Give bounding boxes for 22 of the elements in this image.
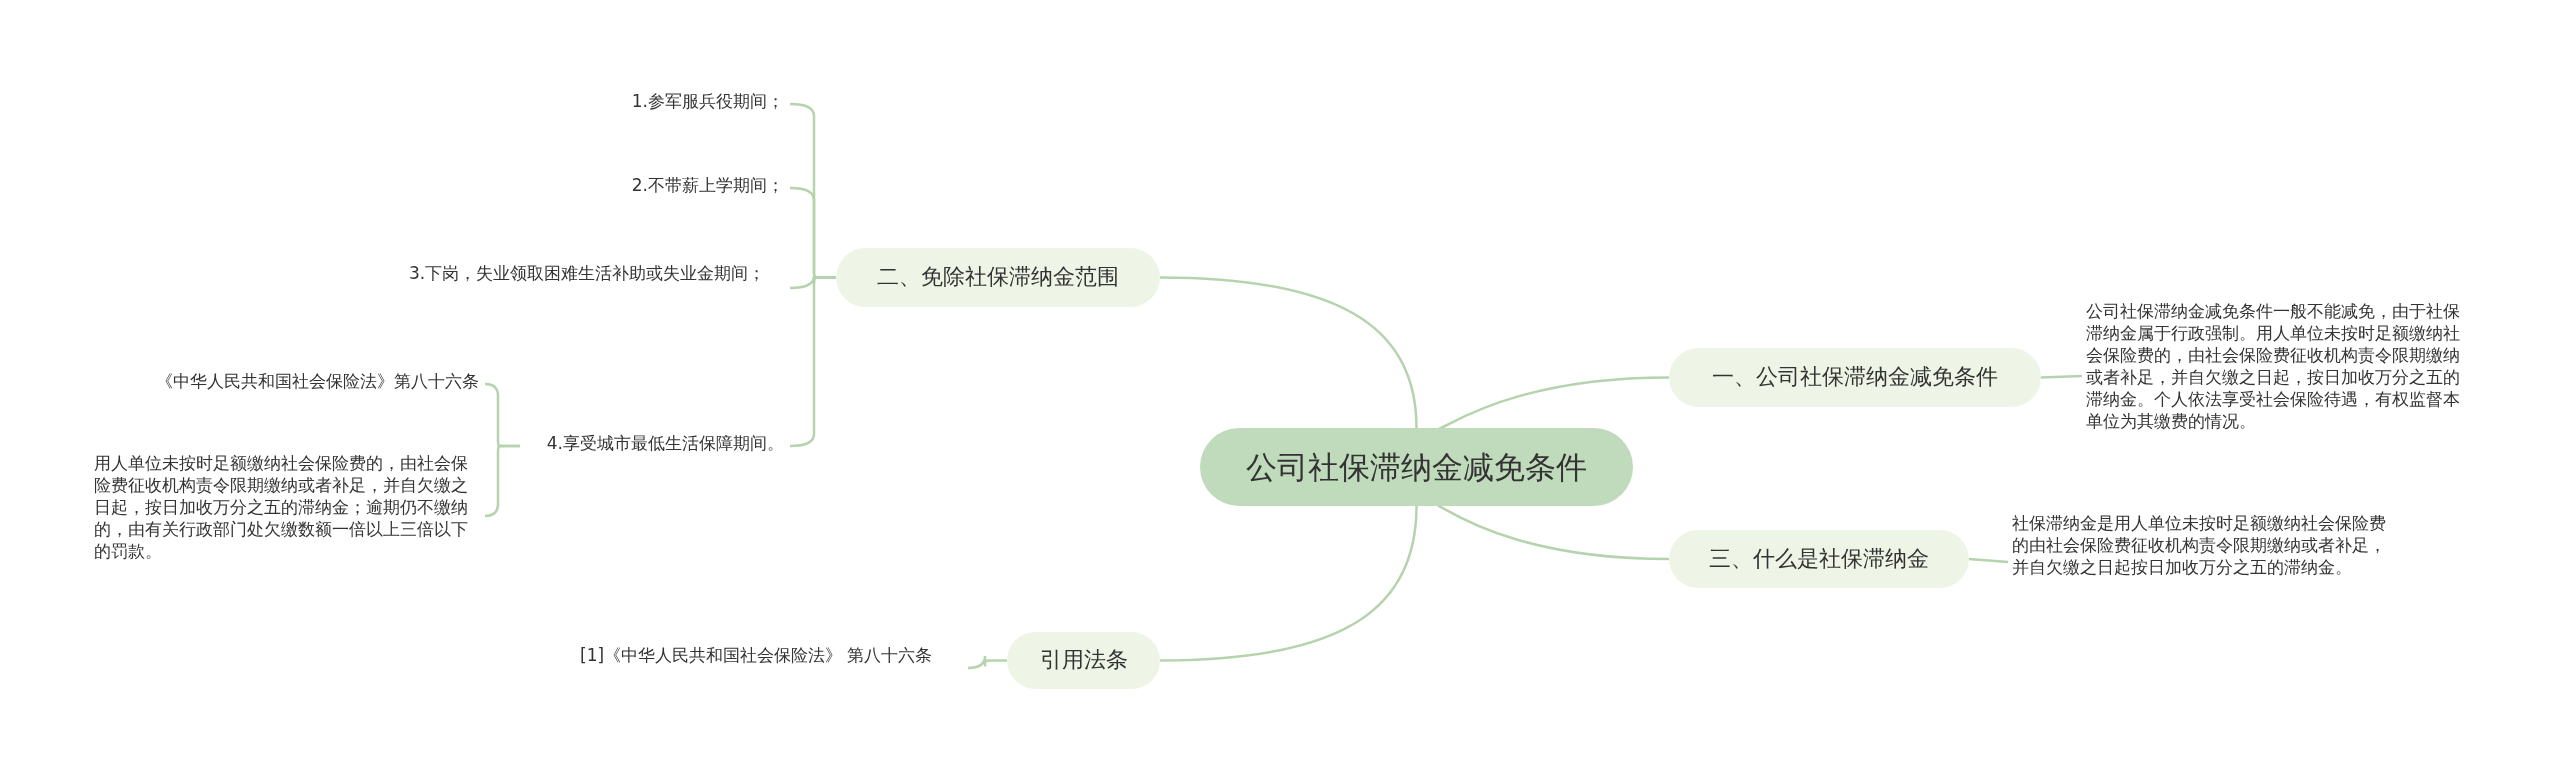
central-topic: 公司社保滞纳金减免条件 xyxy=(1200,428,1633,506)
connector xyxy=(1436,376,1670,430)
connector xyxy=(1159,505,1418,662)
topic-pill: 二、免除社保滞纳金范围 xyxy=(836,248,1160,307)
note-text: 4.享受城市最低生活保障期间。 xyxy=(520,432,790,460)
connector xyxy=(1159,276,1418,429)
topic-pill: 引用法条 xyxy=(1007,632,1160,689)
note-text: 《中华人民共和国社会保险法》第八十六条 xyxy=(100,370,485,398)
topic-pill: 三、什么是社保滞纳金 xyxy=(1669,530,1969,588)
connector xyxy=(1968,557,2009,564)
note-text: 1.参军服兵役期间； xyxy=(560,90,790,118)
connector xyxy=(2040,374,2083,379)
connector xyxy=(967,654,1007,670)
note-text: 用人单位未按时足额缴纳社会保险费的，由社会保险费征收机构责令限期缴纳或者补足，并自欠缴之日起，按日加收万分之五的滞纳金；逾期仍不缴纳的，由有关行政部门处欠缴数额一倍以上三倍以下的罚款。 xyxy=(90,452,485,580)
note-text: 社保滞纳金是用人单位未按时足额缴纳社会保险费的由社会保险费征收机构责令限期缴纳或者补足，并自欠缴之日起按日加收万分之五的滞纳金。 xyxy=(2008,512,2408,612)
topic-pill: 一、公司社保滞纳金减免条件 xyxy=(1669,348,2041,407)
note-text: 3.下岗，失业领取困难生活补助或失业金期间； xyxy=(405,262,790,314)
note-text: 2.不带薪上学期间； xyxy=(560,174,790,202)
note-text: 公司社保滞纳金减免条件一般不能减免，由于社保滞纳金属于行政强制。用人单位未按时足额缴纳社会保险费的，由社会保险费征收机构责令限期缴纳或者补足，并自欠缴之日起，按日加收万分之五的滞纳金。个人依法享受社会保险待遇，有权监督本单位为其缴费的情况。 xyxy=(2082,300,2482,452)
connector xyxy=(1436,504,1670,561)
connector xyxy=(484,444,520,518)
note-text: [1]《中华人民共和国社会保险法》 第八十六条 xyxy=(576,644,968,692)
